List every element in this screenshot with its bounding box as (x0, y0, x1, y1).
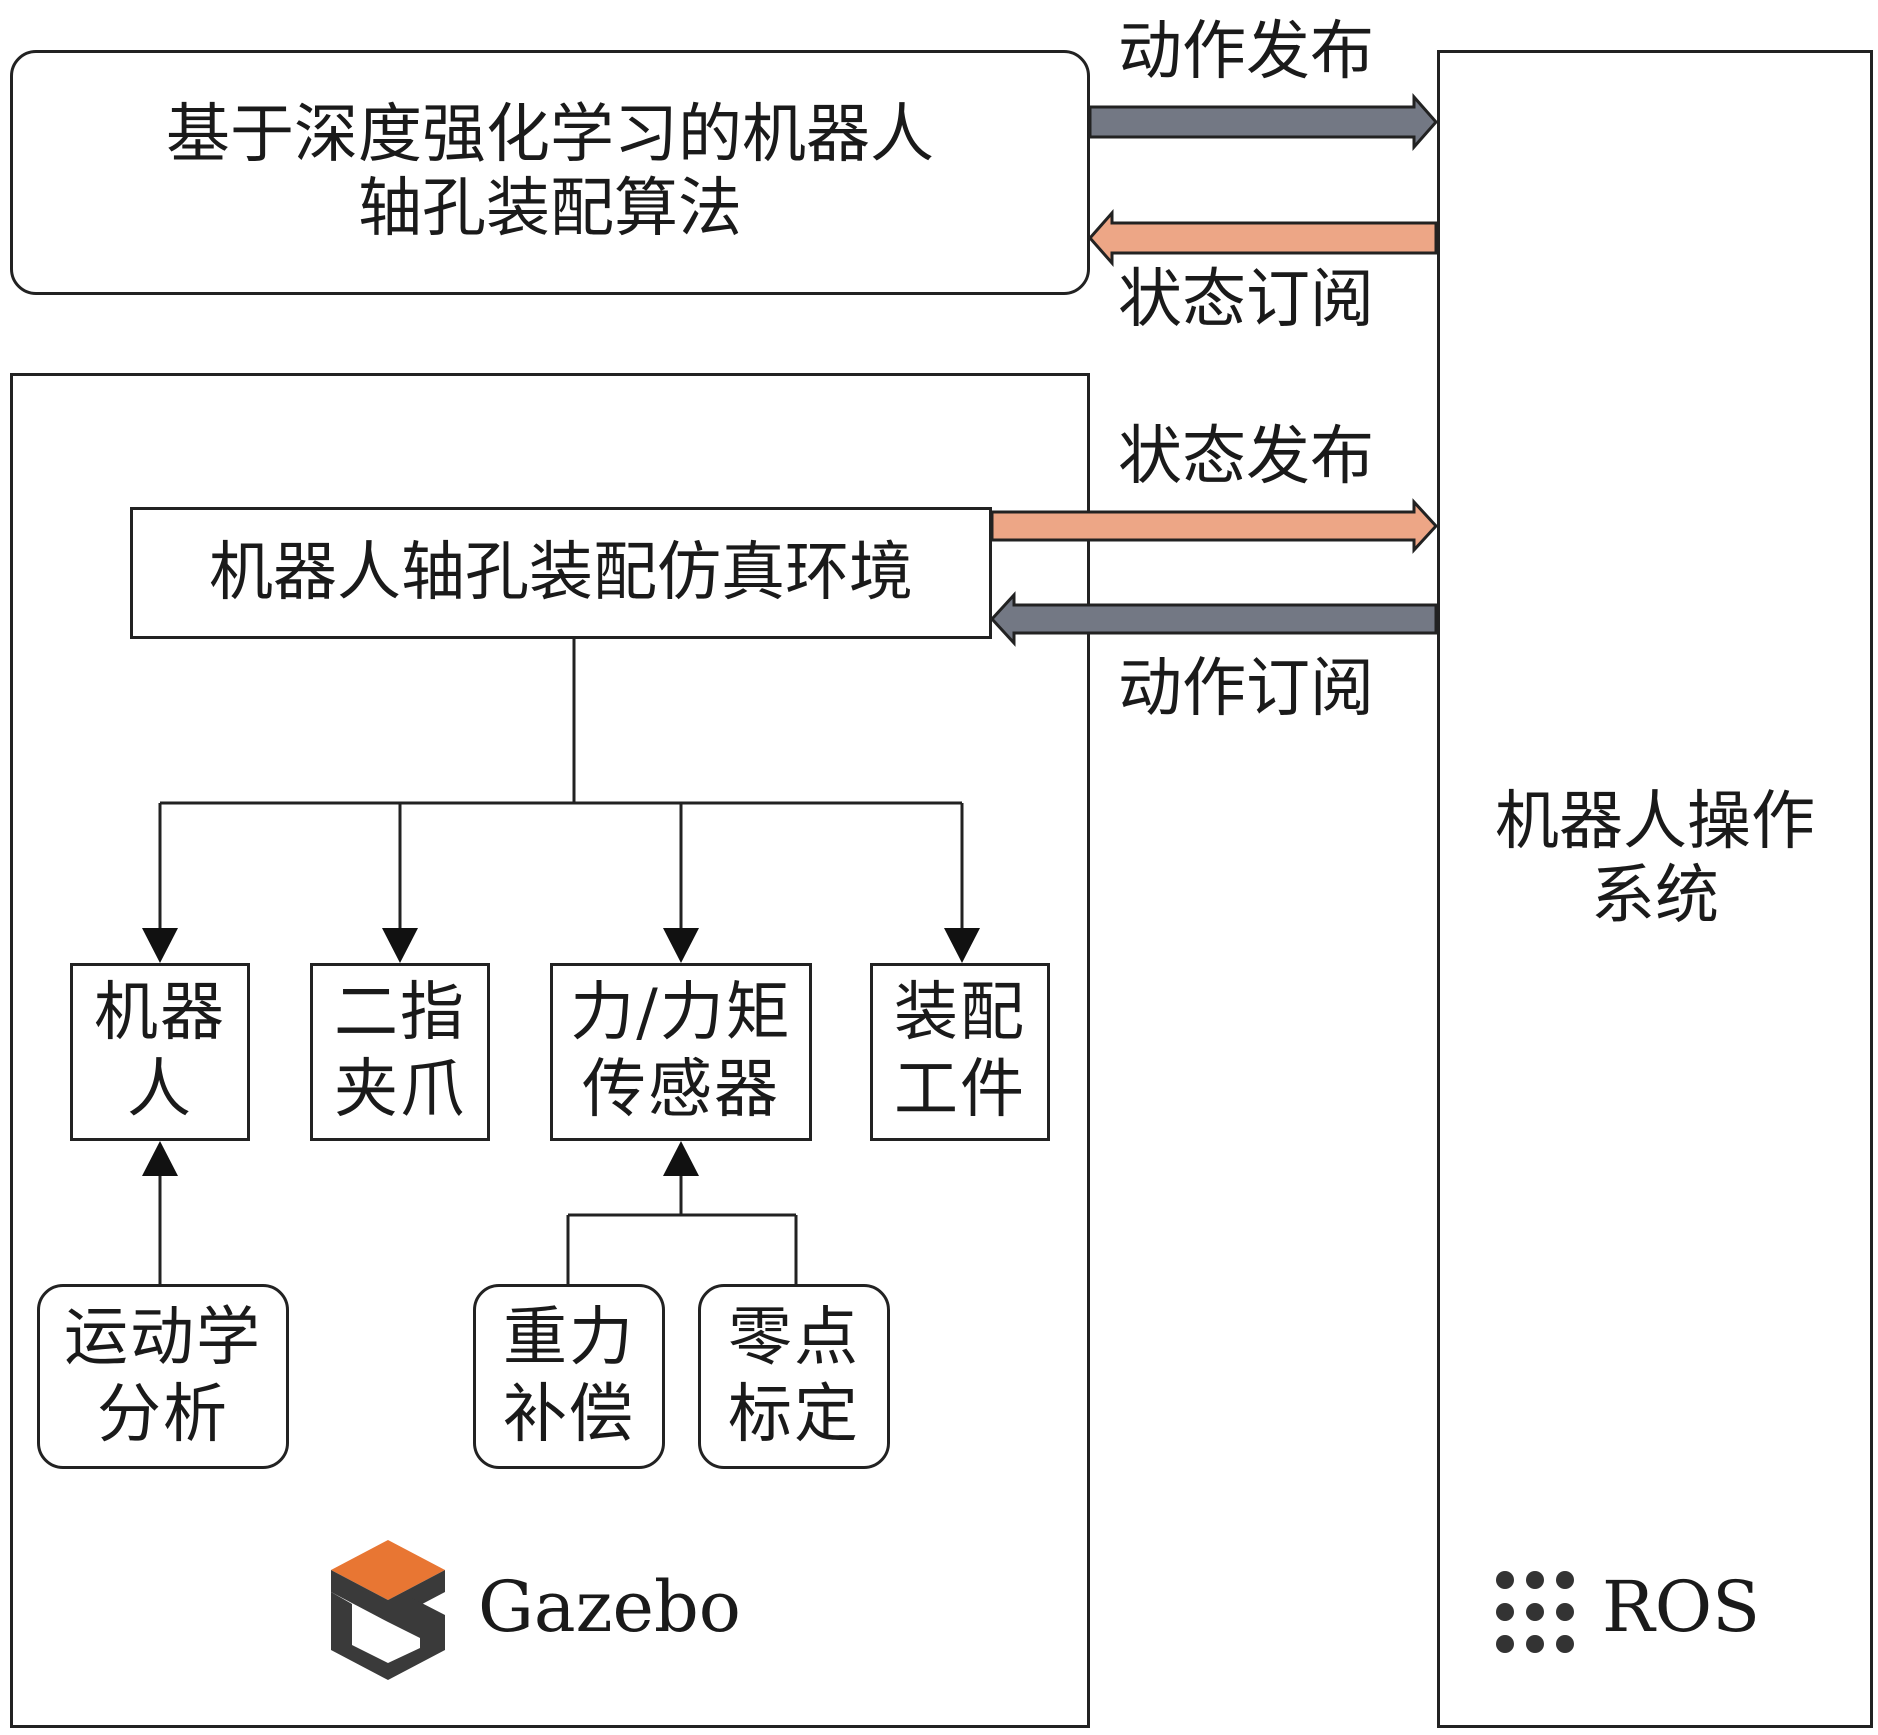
label-action-subscribe: 动作订阅 (1118, 652, 1374, 726)
label-state-publish: 状态发布 (1118, 420, 1374, 494)
component-gripper: 二指 夹爪 (310, 963, 490, 1141)
submodule-zero-calibration: 零点 标定 (698, 1284, 890, 1469)
ros-container (1437, 50, 1873, 1728)
submodule-gravity-compensation: 重力 补偿 (473, 1284, 665, 1469)
label-action-publish: 动作发布 (1118, 15, 1374, 89)
component-gripper-label: 二指 夹爪 (334, 976, 466, 1127)
ros-label: 机器人操作 系统 (1495, 785, 1815, 933)
component-workpiece-label: 装配 工件 (894, 976, 1026, 1127)
submodule-kinematics: 运动学 分析 (37, 1284, 289, 1469)
component-robot: 机器 人 (70, 963, 250, 1141)
component-robot-label: 机器 人 (94, 976, 226, 1127)
component-force-sensor-label: 力/力矩 传感器 (570, 976, 792, 1127)
ros-logo-text: ROS (1602, 1566, 1761, 1648)
gazebo-logo-text: Gazebo (478, 1566, 741, 1648)
simulation-env-label: 机器人轴孔装配仿真环境 (209, 536, 913, 610)
component-force-sensor: 力/力矩 传感器 (550, 963, 812, 1141)
simulation-env-box: 机器人轴孔装配仿真环境 (130, 507, 992, 639)
algorithm-box: 基于深度强化学习的机器人 轴孔装配算法 (10, 50, 1090, 295)
algorithm-label: 基于深度强化学习的机器人 轴孔装配算法 (166, 97, 934, 246)
submodule-zero-calibration-label: 零点 标定 (728, 1300, 860, 1452)
arrow-state-subscribe (1088, 209, 1438, 267)
submodule-kinematics-label: 运动学 分析 (64, 1300, 262, 1452)
component-workpiece: 装配 工件 (870, 963, 1050, 1141)
label-state-subscribe: 状态订阅 (1118, 263, 1374, 337)
arrow-action-publish (1088, 93, 1438, 151)
submodule-gravity-compensation-label: 重力 补偿 (503, 1300, 635, 1452)
